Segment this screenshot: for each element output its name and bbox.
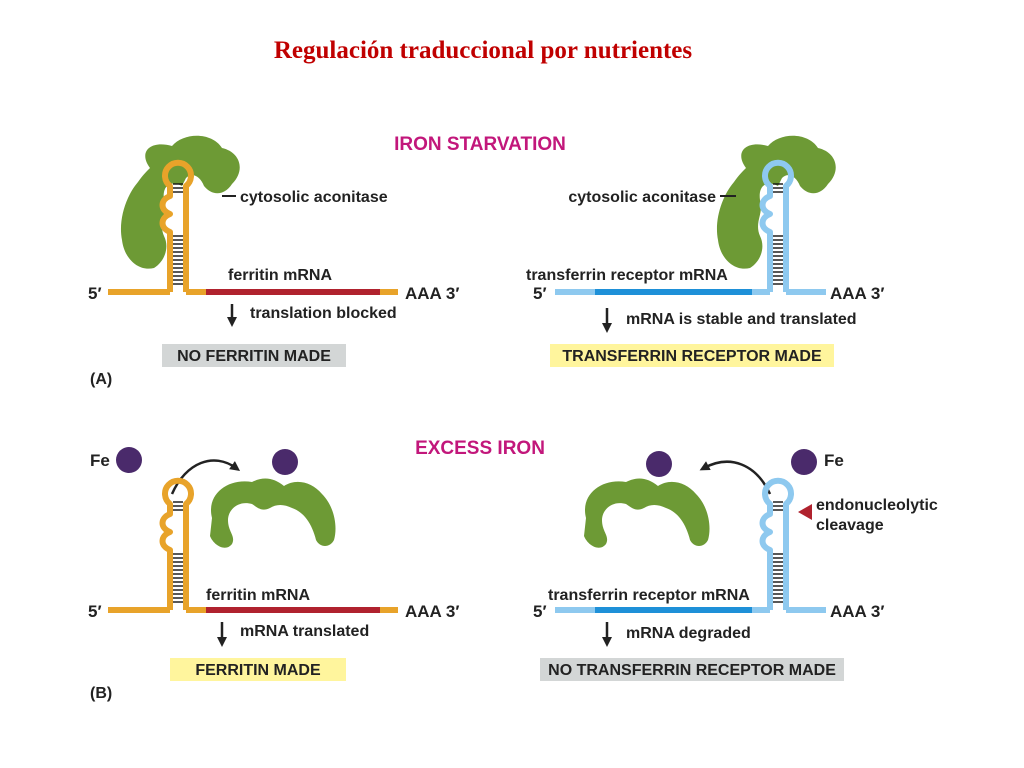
mrna-label: transferrin receptor mRNA — [526, 267, 728, 284]
transferrin-iron-responsive-element — [763, 481, 792, 610]
result-label: NO TRANSFERRIN RECEPTOR MADE — [548, 662, 836, 679]
iron-atom-bound — [646, 451, 672, 477]
aconitase-protein — [716, 135, 836, 269]
result-box — [540, 658, 844, 681]
five-prime-label: 5′ — [533, 284, 547, 303]
result-box — [170, 658, 346, 681]
iron-binding-arrow — [170, 459, 241, 495]
iron-label: Fe — [90, 451, 110, 470]
result-label: TRANSFERRIN RECEPTOR MADE — [562, 348, 822, 365]
slide-title: Regulación traduccional por nutrientes — [274, 37, 693, 64]
result-label: FERRITIN MADE — [195, 662, 321, 679]
panel-label-a: (A) — [90, 371, 112, 388]
three-prime-label: AAA 3′ — [405, 602, 459, 621]
panel-bottom-left: Fe ferritin mRNA 5′ AAA 3′ mRNA translat… — [88, 447, 459, 681]
cleavage-label-line2: cleavage — [816, 517, 884, 534]
outcome-label: mRNA is stable and translated — [626, 311, 857, 328]
mrna-label: transferrin receptor mRNA — [548, 587, 750, 604]
panel-label-b: (B) — [90, 685, 112, 702]
iron-label: Fe — [824, 451, 844, 470]
five-prime-label: 5′ — [88, 602, 102, 621]
iron-atom — [116, 447, 142, 473]
three-prime-label: AAA 3′ — [830, 602, 884, 621]
iron-atom-bound — [272, 449, 298, 475]
aconitase-protein — [120, 135, 240, 269]
result-box — [162, 344, 346, 367]
section-title-excess-iron: EXCESS IRON — [415, 438, 545, 459]
panel-bottom-right: Fe endonucleolytic cleavage transferrin … — [533, 449, 938, 681]
mrna-label: ferritin mRNA — [206, 587, 310, 604]
section-title-iron-starvation: IRON STARVATION — [394, 134, 566, 155]
result-label: NO FERRITIN MADE — [177, 348, 331, 365]
cleavage-marker-icon — [798, 504, 812, 520]
iron-atom — [791, 449, 817, 475]
outcome-label: mRNA degraded — [626, 625, 751, 642]
aconitase-protein — [584, 478, 710, 548]
five-prime-label: 5′ — [88, 284, 102, 303]
iron-binding-arrow — [699, 460, 772, 495]
ferritin-iron-responsive-element — [163, 481, 192, 610]
three-prime-label: AAA 3′ — [405, 284, 459, 303]
three-prime-label: AAA 3′ — [830, 284, 884, 303]
panel-top-left: cytosolic aconitase ferritin mRNA 5′ AAA… — [88, 135, 459, 367]
aconitase-label: cytosolic aconitase — [568, 189, 716, 206]
result-box — [550, 344, 834, 367]
outcome-label: translation blocked — [250, 305, 397, 322]
aconitase-protein — [210, 478, 336, 548]
mrna-label: ferritin mRNA — [228, 267, 332, 284]
outcome-label: mRNA translated — [240, 623, 369, 640]
cleavage-label-line1: endonucleolytic — [816, 497, 938, 514]
five-prime-label: 5′ — [533, 602, 547, 621]
panel-top-right: cytosolic aconitase transferrin receptor… — [526, 135, 884, 367]
aconitase-label: cytosolic aconitase — [240, 189, 388, 206]
